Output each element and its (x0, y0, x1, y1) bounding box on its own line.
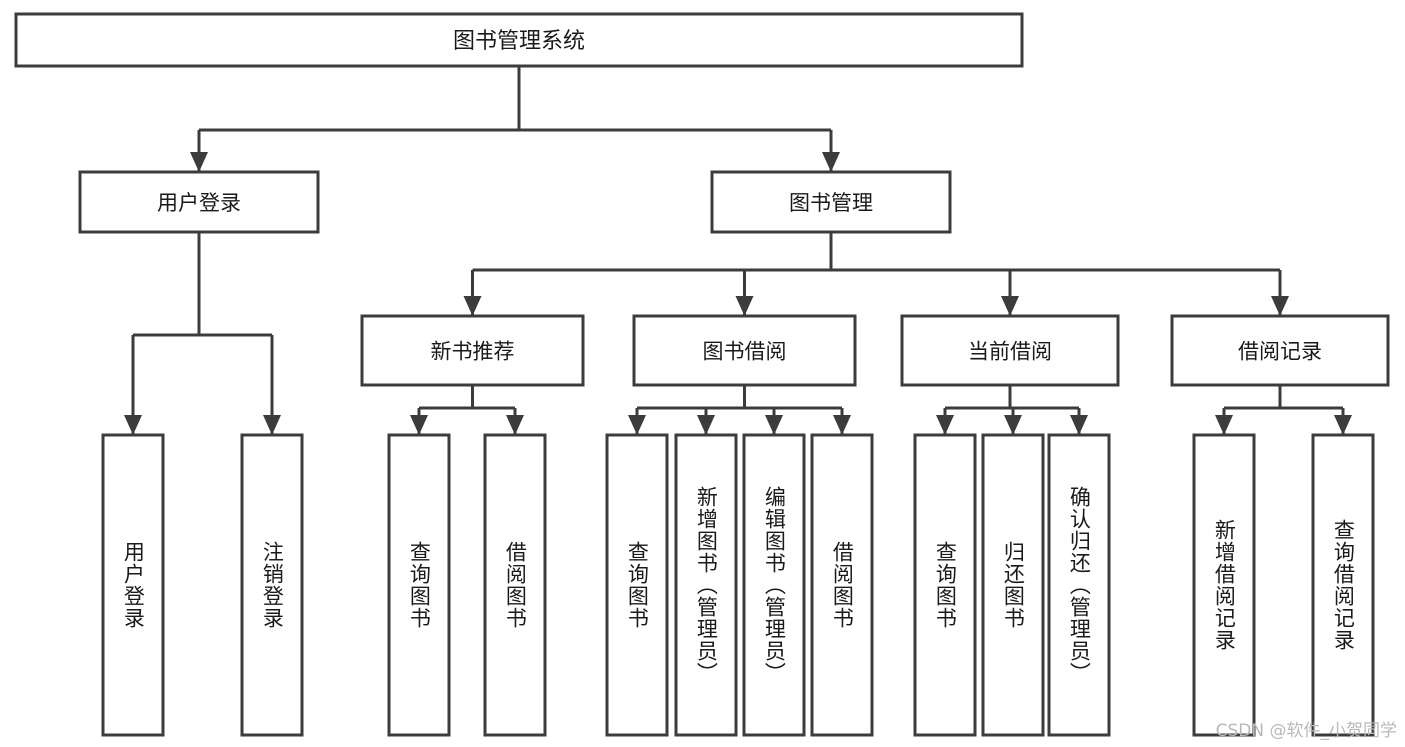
leaf-node-2[interactable] (387, 433, 451, 737)
leaf-node-11-rect[interactable] (1192, 433, 1256, 737)
connector-layer (124, 66, 1352, 435)
arrow-head-icon (697, 415, 715, 435)
level3-node-3[interactable]: 借阅记录 (1170, 314, 1390, 387)
level2-node-1[interactable]: 图书管理 (710, 170, 952, 234)
leaf-node-12[interactable] (1311, 433, 1375, 737)
arrow-head-icon (1334, 415, 1352, 435)
arrow-head-icon (263, 415, 281, 435)
root-node-book-management-system[interactable]: 图书管理系统 (14, 12, 1024, 68)
leaf-node-10-rect[interactable] (1047, 433, 1111, 737)
level3-node-0-rect[interactable] (360, 314, 585, 387)
leaf-node-0-rect[interactable] (101, 433, 165, 737)
arrow-head-icon (1271, 296, 1289, 316)
leaf-node-2-rect[interactable] (387, 433, 451, 737)
arrow-head-icon (1004, 415, 1022, 435)
level2-node-0[interactable]: 用户登录 (78, 170, 320, 234)
level3-node-1-label: 图书借阅 (703, 340, 787, 364)
leaf-node-12-rect[interactable] (1311, 433, 1375, 737)
level3-node-1-rect[interactable] (632, 314, 857, 387)
arrow-head-icon (822, 152, 840, 172)
arrow-head-icon (1070, 415, 1088, 435)
arrow-head-icon (410, 415, 428, 435)
leaf-node-4[interactable] (605, 433, 669, 737)
level3-node-3-label: 借阅记录 (1238, 340, 1322, 364)
level3-node-2[interactable]: 当前借阅 (900, 314, 1120, 387)
leaf-node-11[interactable] (1192, 433, 1256, 737)
leaf-node-3-rect[interactable] (483, 433, 547, 737)
leaf-node-8[interactable] (913, 433, 977, 737)
leaf-node-4-rect[interactable] (605, 433, 669, 737)
level3-node-2-label: 当前借阅 (968, 340, 1052, 364)
watermark-text: CSDN @软件_小贺同学 (1215, 721, 1397, 741)
leaf-node-10[interactable] (1047, 433, 1111, 737)
leaf-node-1[interactable] (240, 433, 304, 737)
leaf-node-3[interactable] (483, 433, 547, 737)
leaf-node-6-rect[interactable] (742, 433, 806, 737)
arrow-head-icon (1215, 415, 1233, 435)
arrow-head-icon (463, 296, 482, 316)
leaf-node-5-rect[interactable] (674, 433, 738, 737)
leaf-node-8-rect[interactable] (913, 433, 977, 737)
leaf-node-7-rect[interactable] (810, 433, 874, 737)
arrow-head-icon (124, 415, 142, 435)
leaf-node-6[interactable] (742, 433, 806, 737)
level2-node-1-label: 图书管理 (789, 191, 873, 215)
leaf-node-0[interactable] (101, 433, 165, 737)
leaf-node-1-rect[interactable] (240, 433, 304, 737)
level2-node-0-rect[interactable] (78, 170, 320, 234)
level3-node-1[interactable]: 图书借阅 (632, 314, 857, 387)
arrow-head-icon (506, 415, 524, 435)
arrow-head-icon (190, 152, 208, 172)
arrow-head-icon (735, 296, 754, 316)
arrow-head-icon (628, 415, 646, 435)
arrow-head-icon (936, 415, 954, 435)
leaf-node-9-rect[interactable] (981, 433, 1045, 737)
level3-node-2-rect[interactable] (900, 314, 1120, 387)
level2-node-1-rect[interactable] (710, 170, 952, 234)
level3-node-0-label: 新书推荐 (431, 340, 515, 364)
root-node-book-management-system-label: 图书管理系统 (453, 29, 585, 54)
leaf-node-7[interactable] (810, 433, 874, 737)
level2-node-0-label: 用户登录 (157, 191, 241, 215)
root-node-book-management-system-rect[interactable] (14, 12, 1024, 68)
leaf-node-9[interactable] (981, 433, 1045, 737)
arrow-head-icon (765, 415, 783, 435)
level3-node-3-rect[interactable] (1170, 314, 1390, 387)
arrow-head-icon (833, 415, 851, 435)
level3-node-0[interactable]: 新书推荐 (360, 314, 585, 387)
leaf-node-5[interactable] (674, 433, 738, 737)
arrow-head-icon (1001, 296, 1019, 316)
